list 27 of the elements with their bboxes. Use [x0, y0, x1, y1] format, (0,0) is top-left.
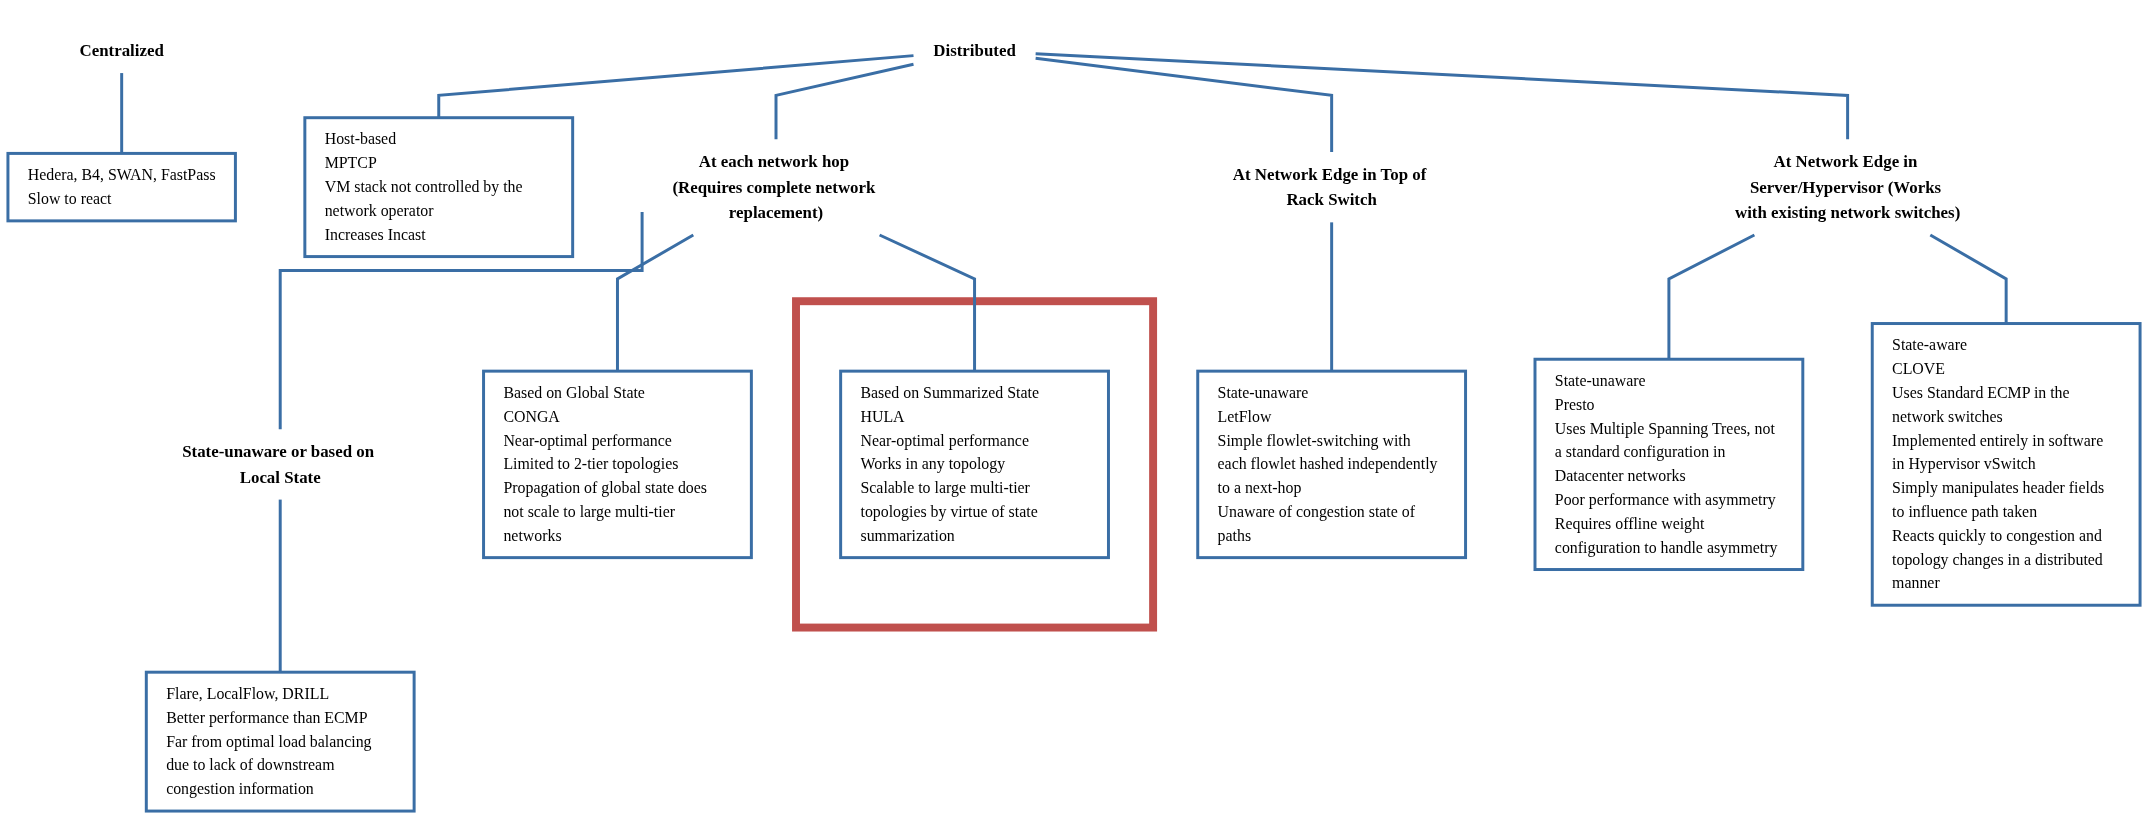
connector — [1035, 52, 1850, 140]
node-box: State-unaware LetFlow Simple flowlet-switching with each flowlet hashed independently to a next-hop Unaware of congestion state of paths — [1196, 369, 1468, 560]
node-text: Centralized — [79, 40, 164, 60]
node-text: At Network Edge in Top of Rack Switch — [1232, 164, 1427, 209]
node-text: At Network Edge in Server/Hypervisor (Works with existing network switches) — [1734, 152, 1961, 222]
node-box: Based on Summarized State HULA Near-optimal performance Works in any topology Scalable to large multi-tier topologies by virtue of state summarization — [839, 369, 1110, 560]
node-box: Hedera, B4, SWAN, FastPass Slow to react — [6, 151, 237, 223]
node-text: At each network hop (Requires complete network replacement) — [672, 152, 876, 222]
node-box: Host-based MPTCP VM stack not controlled by the network operator Increases Incast — [303, 116, 575, 259]
node-box: State-unaware Presto Uses Multiple Spanning Trees, not a standard configuration in Datacenter networks Poor performance with asymmetry Requires offline weight configuration to handle asymmetry — [1533, 357, 1805, 571]
connector — [616, 233, 695, 372]
node-box: Based on Global State CONGA Near-optimal performance Limited to 2-tier topologies Propagation of global state does not scale to large multi-tier networks — [482, 369, 753, 560]
connector — [278, 499, 282, 673]
node-text: Distributed — [933, 40, 1016, 60]
connector — [1035, 56, 1334, 152]
node-text: State-unaware or based on Local State — [182, 442, 375, 487]
connector — [120, 73, 124, 154]
connector — [278, 211, 644, 430]
node-box: Flare, LocalFlow, DRILL Better performance than ECMP Far from optimal load balancing due to lack of downstream congestion information — [144, 670, 416, 813]
connector — [774, 62, 914, 140]
node-box: State-aware CLOVE Uses Standard ECMP in the network switches Implemented entirely in software in Hypervisor vSwitch Simply manipulates header fields to influence path taken Reacts quickly to congestion and topology changes in a distributed manner — [1870, 322, 2142, 607]
connector — [878, 233, 977, 372]
connector — [1929, 233, 2008, 324]
connector — [1330, 222, 1334, 372]
connector — [1667, 233, 1756, 360]
connector — [437, 54, 914, 118]
cluster — [792, 297, 1158, 632]
